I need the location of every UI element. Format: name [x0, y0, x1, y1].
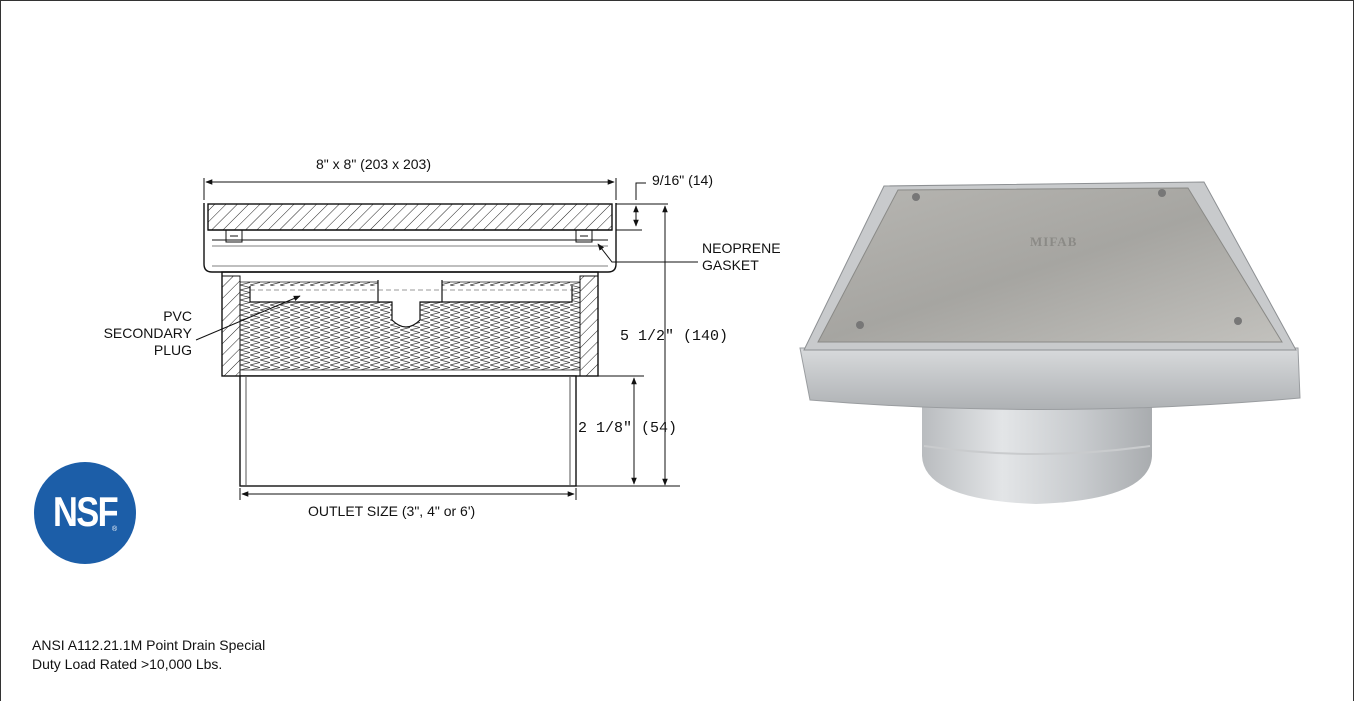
dim-outlet-height [578, 375, 644, 485]
leader-gasket [597, 243, 698, 263]
footnote-line-2: Duty Load Rated >10,000 Lbs. [32, 656, 223, 672]
plug-label: PVC SECONDARY PLUG [103, 308, 192, 358]
footnote: ANSI A112.21.1M Point Drain Special Duty… [32, 636, 265, 674]
nsf-logo: NSF ® [34, 462, 136, 564]
outlet-pipe [239, 375, 577, 487]
screw-right [575, 229, 593, 243]
nsf-logo-text: NSF [53, 488, 119, 535]
dim-total-height [576, 205, 680, 487]
drain-cross-section-drawing [195, 178, 698, 500]
secondary-plug [249, 280, 573, 328]
nsf-registered-mark: ® [112, 526, 118, 533]
gasket-label: NEOPRENE GASKET [702, 240, 781, 273]
overall-size-label: 8" x 8" (203 x 203) [316, 156, 432, 172]
screw-left [225, 229, 243, 243]
grate [203, 203, 617, 273]
dim-grate-thickness [616, 182, 668, 231]
grate-thickness-label: 9/16" (14) [652, 172, 714, 188]
dim-overall-size [203, 178, 617, 200]
total-height-label: 5 1/2" (140) [620, 328, 729, 345]
footnote-line-1: ANSI A112.21.1M Point Drain Special [32, 637, 266, 653]
outlet-height-label: 2 1/8" (54) [578, 420, 678, 437]
outlet-size-label: OUTLET SIZE (3", 4" or 6') [308, 503, 476, 519]
dim-outlet-size [239, 488, 577, 500]
leader-plug [195, 295, 301, 341]
